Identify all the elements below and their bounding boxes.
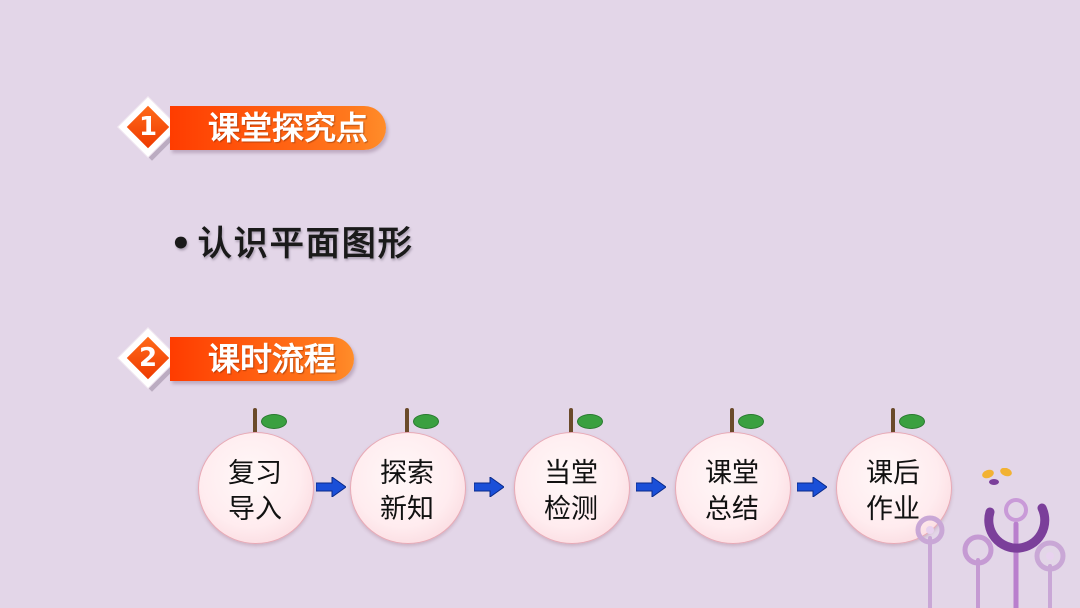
arrow-right-icon <box>797 477 827 497</box>
bullet-text: 认识平面图形 <box>197 224 414 264</box>
flow-step-homework: 课后作业 <box>836 400 954 545</box>
section-header-1: 1 课堂探究点 <box>118 97 438 161</box>
section-header-2: 2 课时流程 <box>118 328 408 392</box>
leaf-icon <box>413 414 439 429</box>
leaf-icon <box>899 414 925 429</box>
arrow-right-icon <box>474 477 504 497</box>
stem-icon <box>253 408 257 434</box>
peach-icon <box>198 432 314 544</box>
bullet-point: •认识平面图形 <box>170 216 414 265</box>
lesson-flow: 复习导入 探索新知 当堂检测 课堂总结 <box>0 400 1080 550</box>
peach-icon <box>350 432 466 544</box>
peach-icon <box>675 432 791 544</box>
number-badge-2: 2 <box>118 328 188 398</box>
stem-icon <box>891 408 895 434</box>
peach-icon <box>514 432 630 544</box>
section-number-2: 2 <box>138 343 158 373</box>
stem-icon <box>569 408 573 434</box>
flow-step-label: 复习导入 <box>228 458 282 525</box>
decorative-swirl-icon <box>915 468 1066 608</box>
peach-icon <box>836 432 952 544</box>
section-title-1: 课堂探究点 <box>170 106 387 150</box>
section-title-2: 课时流程 <box>170 337 355 381</box>
flow-step-test: 当堂检测 <box>514 400 632 545</box>
leaf-icon <box>577 414 603 429</box>
flow-step-label: 当堂检测 <box>544 458 598 525</box>
arrow-right-icon <box>316 477 346 497</box>
bullet-dot: • <box>170 224 194 264</box>
leaf-icon <box>261 414 287 429</box>
flow-step-label: 课堂总结 <box>705 458 759 525</box>
flow-step-label: 探索新知 <box>380 458 434 525</box>
stem-icon <box>405 408 409 434</box>
section-number-1: 1 <box>138 112 158 142</box>
number-badge-1: 1 <box>118 97 188 167</box>
flow-step-explore: 探索新知 <box>350 400 468 545</box>
flow-step-label: 课后作业 <box>866 458 920 525</box>
leaf-icon <box>738 414 764 429</box>
arrow-right-icon <box>636 477 666 497</box>
flow-step-summary: 课堂总结 <box>675 400 793 545</box>
flow-step-review: 复习导入 <box>198 400 316 545</box>
stem-icon <box>730 408 734 434</box>
